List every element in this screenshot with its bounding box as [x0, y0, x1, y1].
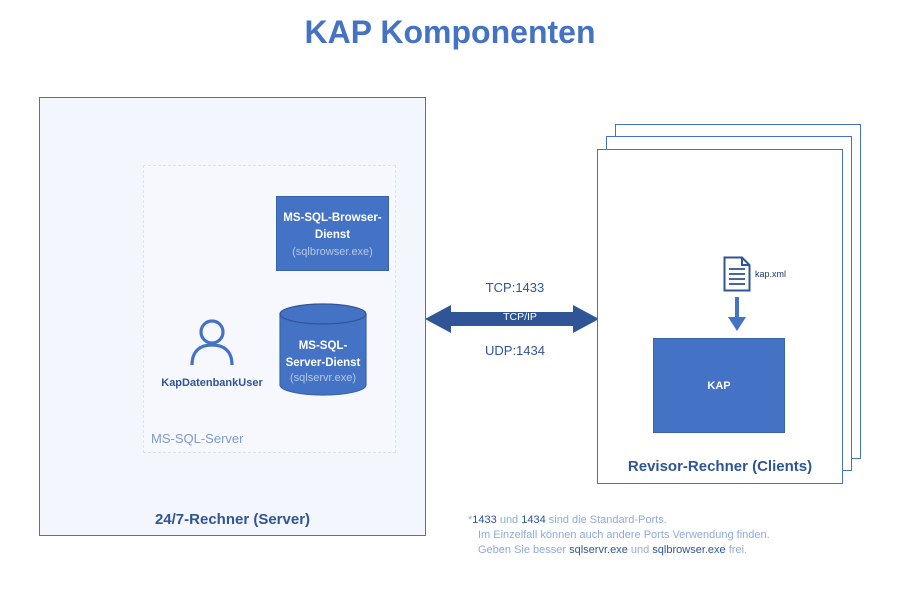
- mssql-server-label: MS-SQL-Server: [151, 431, 244, 446]
- connection-arrow-icon: [425, 305, 599, 333]
- user-icon: [190, 319, 234, 366]
- sql-server-service-title: MS-SQL- Server-Dienst: [285, 340, 361, 369]
- footnote-line-1: *1433 und 1434 sind die Standard-Ports.: [468, 514, 667, 526]
- client-machine-box: [597, 149, 843, 484]
- sql-server-service-text: MS-SQL- Server-Dienst (sqlservr.exe): [280, 338, 366, 384]
- server-machine-label: 24/7-Rechner (Server): [154, 511, 311, 528]
- page-title: KAP Komponenten: [304, 14, 596, 50]
- sql-browser-service-title: MS-SQL-Browser- Dienst: [283, 212, 382, 241]
- document-icon: [723, 256, 751, 292]
- sql-browser-exe-label: (sqlbrowser.exe): [292, 246, 373, 258]
- kap-application-box: KAP: [653, 338, 785, 433]
- sql-browser-service-box: MS-SQL-Browser- Dienst (sqlbrowser.exe): [276, 196, 389, 271]
- footnote: *1433 und 1434 sind die Standard-Ports. …: [468, 513, 770, 558]
- udp-port-label: UDP:1434: [485, 343, 545, 358]
- tcp-port-label: TCP:1433: [485, 280, 545, 295]
- sql-server-exe-label: (sqlservr.exe): [289, 372, 357, 384]
- arrow-down-icon: [728, 297, 746, 331]
- protocol-label: TCP/IP: [503, 311, 537, 323]
- client-machine-label: Revisor-Rechner (Clients): [627, 458, 813, 475]
- footnote-line-3: Geben Sie besser sqlservr.exe und sqlbro…: [478, 544, 748, 556]
- footnote-line-2: Im Einzelfall können auch andere Ports V…: [478, 529, 770, 541]
- database-cylinder-icon: [279, 303, 367, 396]
- file-label: kap.xml: [755, 269, 787, 279]
- user-label: KapDatenbankUser: [161, 377, 263, 389]
